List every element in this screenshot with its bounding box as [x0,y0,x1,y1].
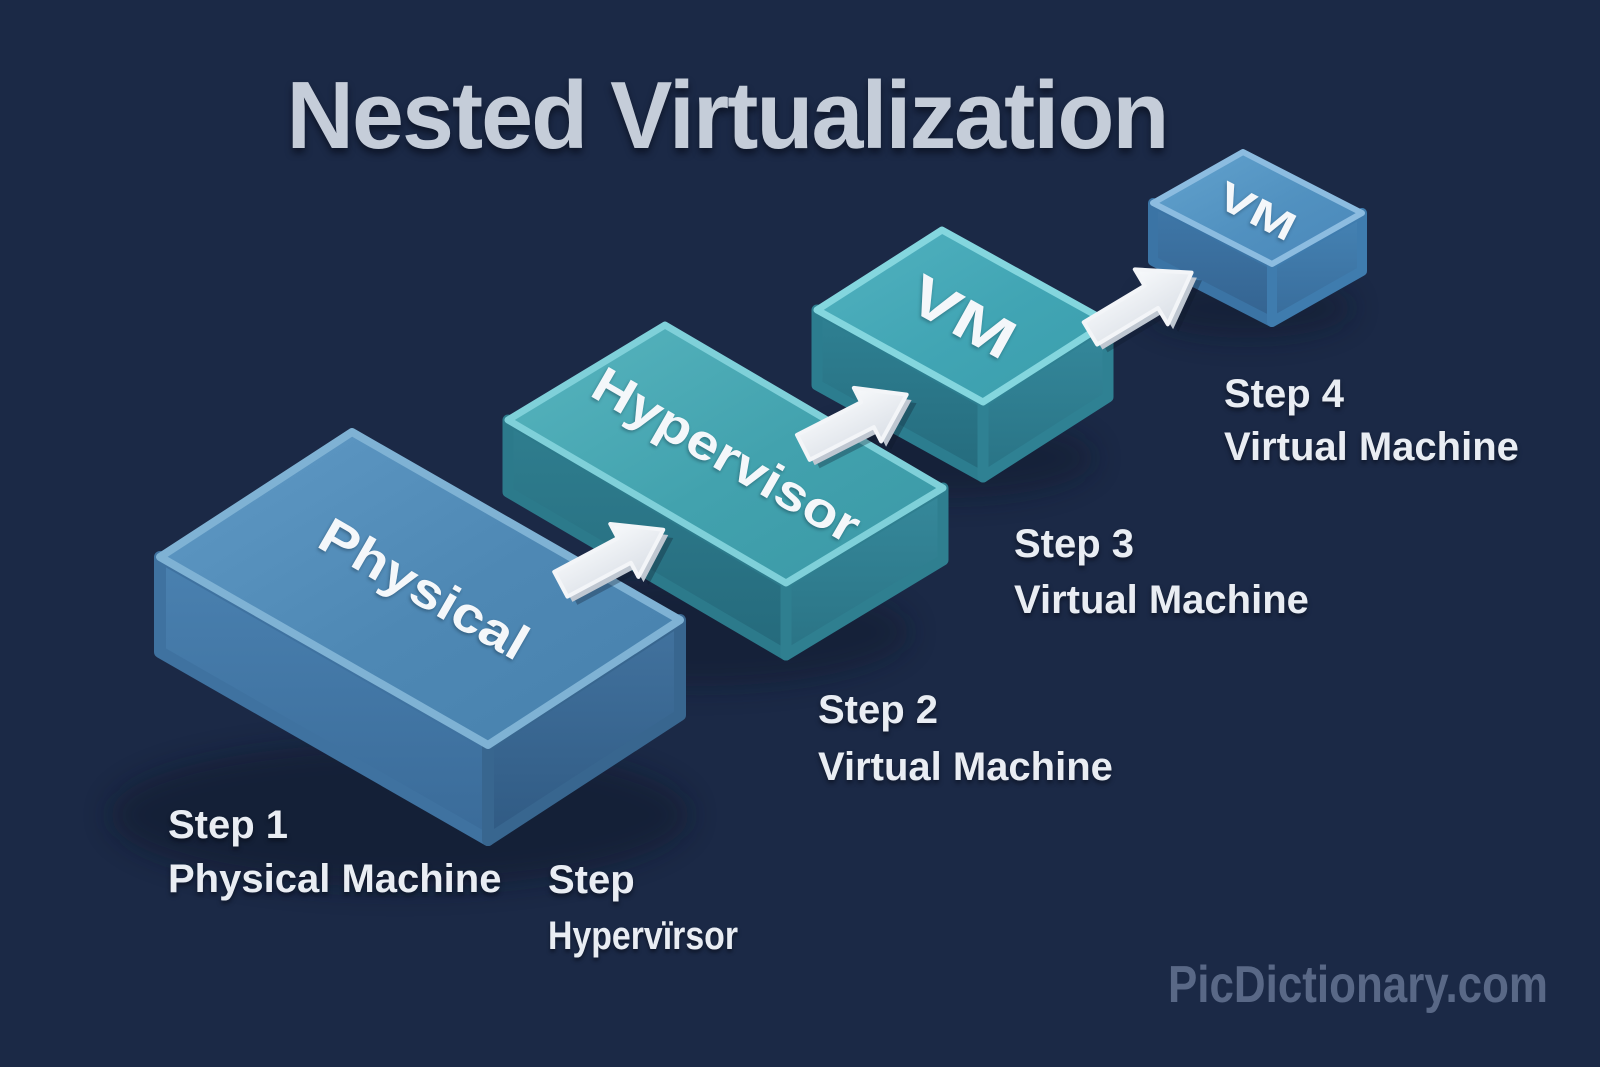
step-2-label: Step 2 Virtual Machine [818,688,1113,789]
step-1-subtitle: Physical Machine [168,857,501,901]
step-hypervisor-title: Step [548,858,635,902]
step-hypervisor-subtitle: Hypervïrsor [548,914,738,958]
physical-box-top-face [156,428,684,749]
arrow-hypervisor-to-vm-icon [794,385,917,469]
arrow-physical-to-hypervisor-icon [552,521,674,605]
hypervisor-box: Hypervisor [502,321,949,661]
watermark: PicDictionary.com [1168,956,1548,1014]
step-1-label: Step 1 Physical Machine [168,803,501,901]
page-title: Nested Virtualization [287,62,1168,169]
step-4-subtitle: Virtual Machine [1224,425,1519,469]
step-1-title: Step 1 [168,803,288,847]
step-2-subtitle: Virtual Machine [818,745,1113,789]
hypervisor-box-top-face [504,321,947,587]
step-hypervisor-label: Step Hypervïrsor [548,858,738,958]
arrow-vm-to-nested-vm-icon [1081,267,1203,353]
step-3-title: Step 3 [1014,522,1134,566]
step-3-label: Step 3 Virtual Machine [1014,522,1309,622]
step-2-title: Step 2 [818,688,938,732]
step-3-subtitle: Virtual Machine [1014,578,1309,622]
step-4-title: Step 4 [1224,372,1345,416]
physical-box: Physical [154,428,686,846]
step-4-label: Step 4 Virtual Machine [1224,372,1519,469]
vm-top-box-top-face [1150,149,1365,267]
vm-top-box: VM [1148,149,1367,327]
